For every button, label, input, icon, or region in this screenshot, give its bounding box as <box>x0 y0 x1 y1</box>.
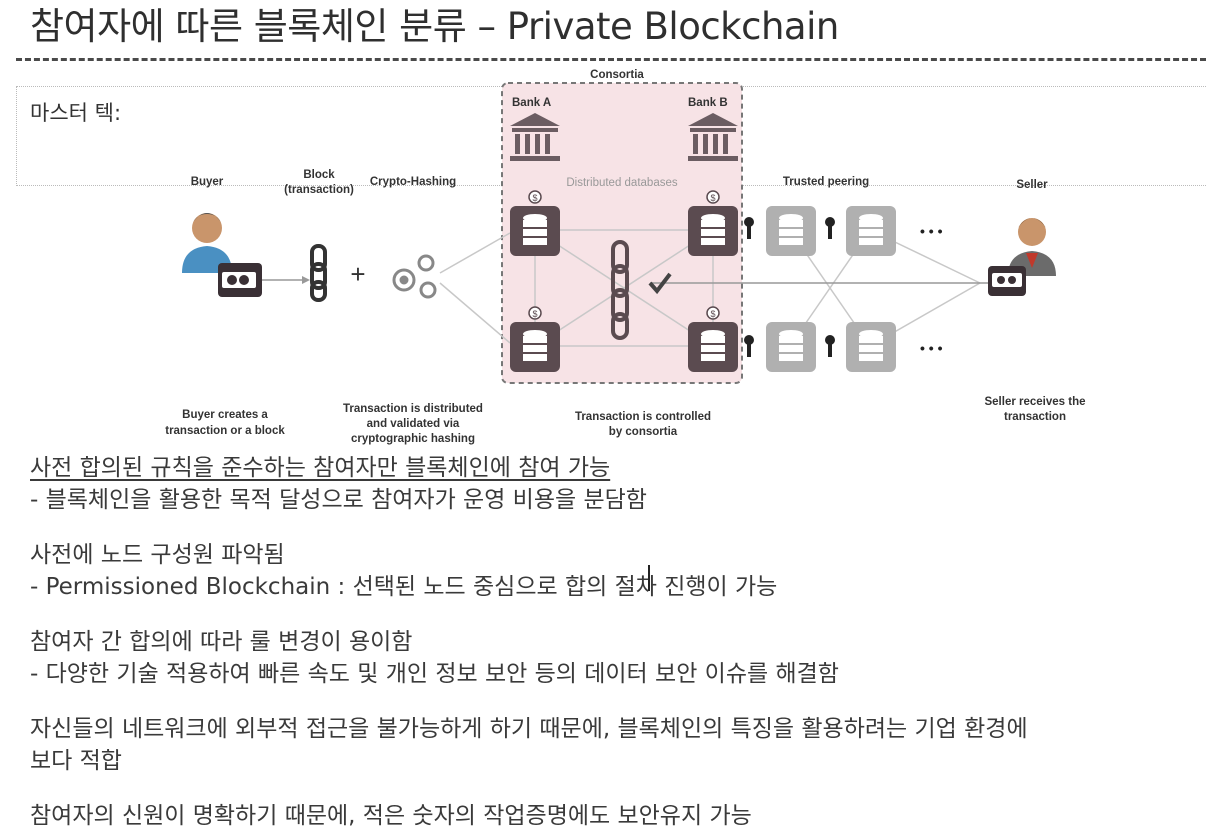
caption-hashing-2: and validated via <box>367 418 460 430</box>
plus-sign: + <box>350 259 365 289</box>
svg-text:$: $ <box>532 309 537 319</box>
seller-label: Seller <box>1016 179 1048 191</box>
body-line-6: - 다양한 기술 적용하여 빠른 속도 및 개인 정보 보안 등의 데이터 보안… <box>30 661 839 687</box>
body-line-5: 참여자 간 합의에 따라 룰 변경이 용이함 <box>30 629 413 655</box>
seller-wallet-icon <box>988 266 1026 296</box>
chain-icon <box>611 240 629 340</box>
caption-seller-1: Seller receives the <box>984 396 1085 408</box>
buyer-label: Buyer <box>191 176 224 188</box>
caption-seller-2: transaction <box>1004 411 1066 423</box>
coin-icons: $ $ $ $ <box>528 190 720 320</box>
checkmark-icon <box>648 272 672 295</box>
bank-b-icon <box>688 113 738 161</box>
svg-text:$: $ <box>710 193 715 203</box>
placeholder-text: 마스터 텍: <box>30 101 122 125</box>
body-line-4: - Permissioned Blockchain : 선택된 노드 중심으로 … <box>30 574 778 600</box>
more-dots-top: • • • <box>920 223 943 239</box>
slide-title: 참여자에 따른 블록체인 분류 – Private Blockchain <box>30 5 839 48</box>
more-dots-bottom: • • • <box>920 340 943 356</box>
body-line-9: 참여자의 신원이 명확하기 때문에, 적은 숫자의 작업증명에도 보안유지 가능 <box>30 803 752 829</box>
distributed-databases-label: Distributed databases <box>566 177 677 189</box>
trusted-peering-label: Trusted peering <box>783 176 869 188</box>
svg-text:$: $ <box>710 309 715 319</box>
bank-a-icon <box>510 113 560 161</box>
body-line-8: 보다 적합 <box>30 748 122 774</box>
key-icons <box>744 217 835 357</box>
caption-buyer-2: transaction or a block <box>165 425 285 437</box>
crypto-hashing-label: Crypto-Hashing <box>370 176 456 188</box>
block-label-1: Block <box>303 169 335 181</box>
caption-hashing-3: cryptographic hashing <box>351 433 475 445</box>
svg-text:$: $ <box>532 193 537 203</box>
slide-body[interactable]: 사전 합의된 규칙을 준수하는 참여자만 블록체인에 참여 가능 - 블록체인을… <box>30 452 1200 832</box>
body-line-3: 사전에 노드 구성원 파악됨 <box>30 542 285 568</box>
caption-buyer-1: Buyer creates a <box>182 409 268 421</box>
bank-a-label: Bank A <box>512 97 551 109</box>
peer-db-cylinders <box>779 214 883 361</box>
body-line-2: - 블록체인을 활용한 목적 달성으로 참여자가 운영 비용을 분담함 <box>30 487 647 513</box>
body-line-7: 자신들의 네트워크에 외부적 접근을 불가능하게 하기 때문에, 블록체인의 특… <box>30 716 1028 742</box>
caption-consortia-2: by consortia <box>609 426 678 438</box>
caption-consortia-1: Transaction is controlled <box>575 411 711 423</box>
body-line-1: 사전 합의된 규칙을 준수하는 참여자만 블록체인에 참여 가능 <box>30 455 611 481</box>
block-label-2: (transaction) <box>284 184 354 196</box>
consortia-label: Consortia <box>590 69 644 81</box>
gear-icon <box>392 254 437 299</box>
wallet-icon <box>218 263 262 297</box>
bank-b-label: Bank B <box>688 97 728 109</box>
db-cylinders <box>523 214 725 361</box>
private-blockchain-diagram: Consortia Bank A Bank B Distributed data… <box>150 68 1110 452</box>
caption-hashing-1: Transaction is distributed <box>343 403 483 415</box>
title-divider <box>16 58 1206 61</box>
text-cursor-icon <box>648 565 654 591</box>
block-chain-icon <box>310 244 327 302</box>
consortia-box <box>501 82 743 384</box>
